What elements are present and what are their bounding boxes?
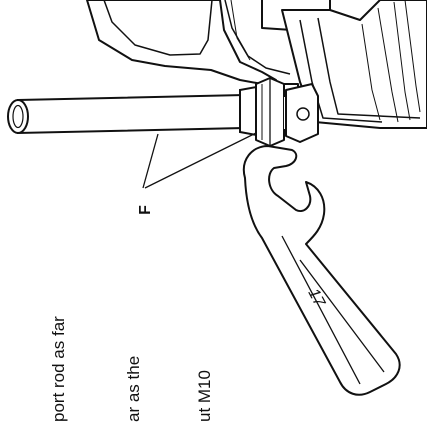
- support-rod: [7, 93, 245, 135]
- wrench-size-marking: 17: [304, 286, 328, 311]
- instruction-line-3: ut M10: [195, 370, 214, 422]
- callout-label-f: F: [137, 205, 154, 215]
- wrench: [242, 145, 401, 396]
- instruction-line-2: ar as the: [124, 355, 143, 422]
- instruction-line-1: port rod as far: [49, 316, 68, 422]
- manual-page: 17 F port rod as far ar as the ut M10: [7, 0, 427, 422]
- callout-lines: [142, 132, 257, 189]
- assembly-illustration: 17 F: [7, 0, 427, 396]
- housing-body: [86, 0, 291, 85]
- bracket-lug: [285, 83, 319, 143]
